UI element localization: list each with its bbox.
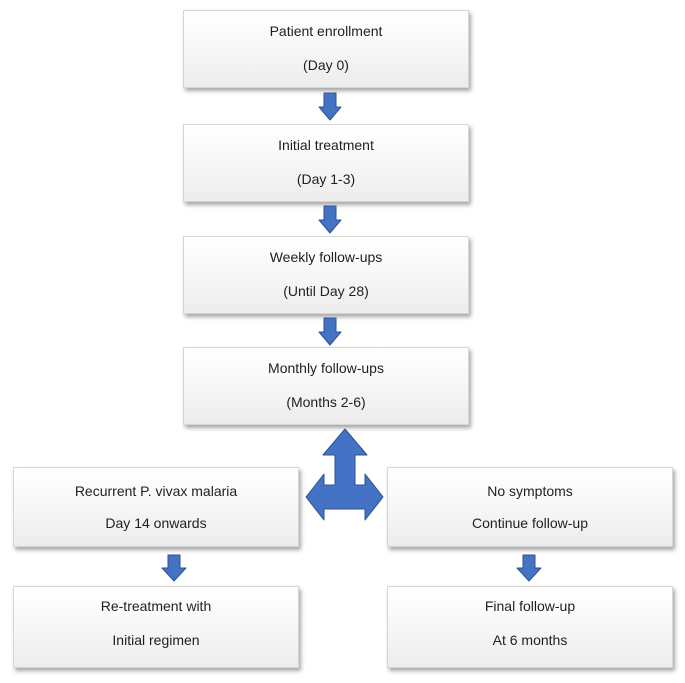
node-monthly-follow-ups: Monthly follow-ups (Months 2-6) [183, 347, 469, 425]
node-sublabel: Day 14 onwards [105, 515, 207, 531]
node-label: Monthly follow-ups [268, 360, 384, 376]
down-arrow-icon [161, 554, 187, 582]
node-label: Weekly follow-ups [269, 249, 383, 265]
node-sublabel: (Day 1-3) [296, 171, 356, 187]
node-no-symptoms: No symptoms Continue follow-up [387, 467, 673, 547]
node-label: Re-treatment with [100, 598, 212, 614]
down-arrow-icon [318, 205, 342, 234]
node-final-follow-up: Final follow-up At 6 months [387, 586, 673, 668]
node-recurrent-malaria: Recurrent P. vivax malaria Day 14 onward… [13, 467, 299, 547]
node-initial-treatment: Initial treatment (Day 1-3) [183, 124, 469, 202]
down-arrow-icon [516, 554, 542, 582]
node-sublabel: Initial regimen [112, 632, 200, 648]
node-sublabel: (Day 0) [303, 57, 349, 73]
node-re-treatment: Re-treatment with Initial regimen [13, 586, 299, 668]
down-arrow-icon [318, 92, 342, 121]
node-label: No symptoms [487, 483, 573, 499]
node-sublabel: (Until Day 28) [283, 283, 369, 299]
node-sublabel: Continue follow-up [472, 515, 588, 531]
node-patient-enrollment: Patient enrollment (Day 0) [183, 10, 469, 88]
node-label: Patient enrollment [269, 23, 383, 39]
split-arrow-icon [305, 428, 384, 521]
node-label: Final follow-up [484, 598, 576, 614]
node-weekly-follow-ups: Weekly follow-ups (Until Day 28) [183, 236, 469, 314]
node-label: Recurrent P. vivax malaria [74, 483, 238, 499]
node-sublabel: At 6 months [492, 632, 568, 648]
down-arrow-icon [318, 317, 342, 346]
node-label: Initial treatment [278, 137, 374, 153]
node-sublabel: (Months 2-6) [286, 394, 366, 410]
